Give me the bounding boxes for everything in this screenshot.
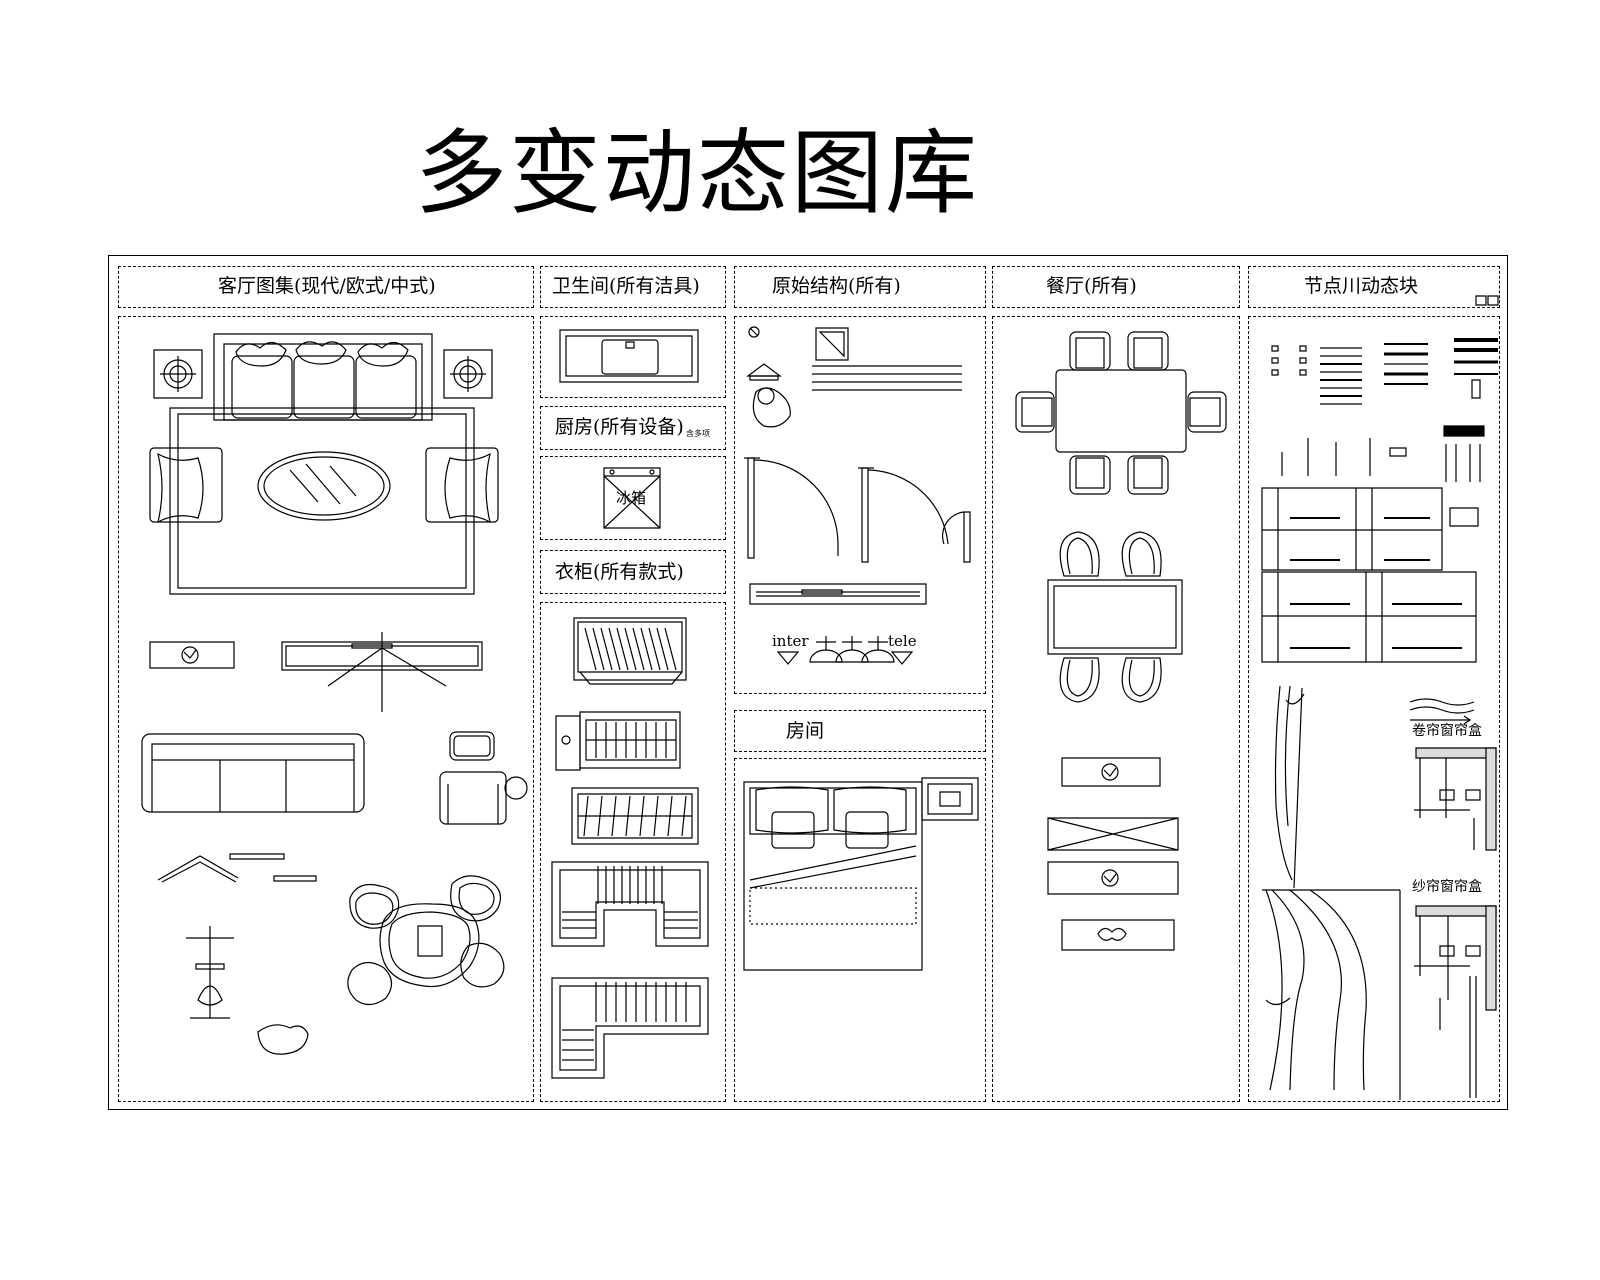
wardrobe-straight-icon — [572, 788, 698, 844]
roller-blind-box-label: 卷帘窗帘盒 — [1412, 723, 1482, 739]
wardrobe-corner-icon — [556, 712, 680, 770]
label-bathroom: 卫生间(所有洁具) — [552, 275, 700, 297]
decor-items-icon — [158, 854, 316, 1054]
outer-frame — [108, 255, 1508, 1110]
tea-table-set-icon — [348, 876, 504, 1005]
sideboard-icons — [1048, 758, 1178, 950]
panel-nodes — [1248, 316, 1500, 1102]
page-title: 多变动态图库 — [415, 120, 980, 227]
panel-original-structure — [734, 316, 986, 694]
header-original-structure — [734, 266, 986, 308]
sheer-curtain-box-label: 纱帘窗帘盒 — [1412, 879, 1482, 895]
header-living-room — [118, 266, 534, 308]
panel-dining — [992, 316, 1240, 1102]
header-room — [734, 710, 986, 752]
walk-in-closet-u-icon — [552, 862, 708, 946]
header-nodes — [1248, 266, 1500, 308]
inter-label: inter — [772, 632, 809, 650]
living-room-set-icon — [150, 334, 498, 594]
door-swing-icon — [744, 458, 970, 562]
long-sofa-icon — [142, 734, 364, 812]
tv-cabinet-icon — [150, 632, 482, 712]
bed-icon — [744, 778, 978, 970]
window-icon — [750, 584, 926, 604]
header-bathroom — [540, 266, 726, 308]
structure-symbols-icon — [748, 327, 962, 427]
label-kitchen-note: 含多项 — [686, 429, 710, 438]
label-original-structure: 原始结构(所有) — [772, 275, 901, 297]
panel-room — [734, 758, 986, 1102]
panel-kitchen — [540, 456, 726, 540]
panel-living-room — [118, 316, 534, 1102]
dining-table-four-icon — [1048, 532, 1182, 702]
header-kitchen — [540, 406, 726, 450]
lounge-chair-icon — [440, 732, 527, 824]
label-living-room: 客厅图集(现代/欧式/中式) — [218, 275, 436, 297]
fridge-icon — [604, 468, 660, 528]
line-legend-icon — [1272, 340, 1498, 404]
node-icon-tiny — [1476, 296, 1498, 305]
panel-wardrobe — [540, 602, 726, 1102]
panel-bathroom — [540, 316, 726, 398]
header-dining — [992, 266, 1240, 308]
curtain-box-section-icon — [1410, 699, 1496, 1098]
label-kitchen: 厨房(所有设备) — [555, 416, 684, 438]
label-nodes: 节点川动态块 — [1304, 275, 1419, 297]
wardrobe-hangers-icon — [574, 618, 686, 684]
curtain-icon — [1262, 686, 1400, 1100]
socket-symbols-icon — [778, 636, 912, 664]
header-wardrobe — [540, 550, 726, 594]
fridge-label: 冰箱 — [616, 489, 647, 507]
ceiling-section-legend-icon — [1282, 426, 1484, 482]
sink-vanity-icon — [560, 330, 698, 382]
walk-in-closet-l-icon — [552, 978, 708, 1078]
label-wardrobe: 衣柜(所有款式) — [555, 561, 684, 583]
label-room: 房间 — [786, 720, 825, 742]
node-grid-table-icon — [1262, 488, 1478, 662]
tele-label: tele — [888, 632, 917, 650]
label-dining: 餐厅(所有) — [1046, 275, 1137, 297]
dining-table-six-icon — [1016, 332, 1226, 494]
